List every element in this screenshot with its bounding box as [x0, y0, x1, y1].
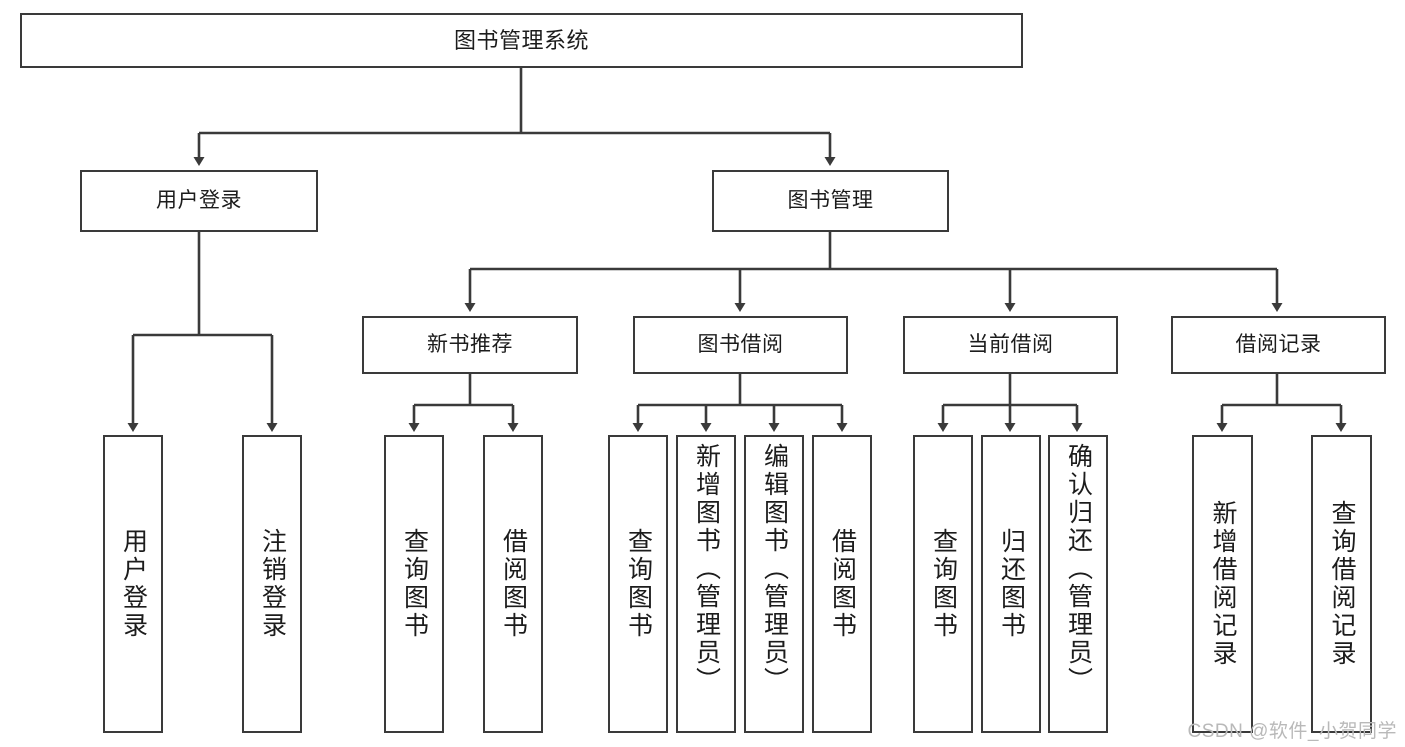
- node-book-borrow[interactable]: 图书借阅: [633, 316, 848, 374]
- node-label: 归还图书: [997, 528, 1026, 640]
- node-label: 查询图书: [400, 528, 429, 640]
- leaf-query-book-borrow[interactable]: 查询图书: [608, 435, 668, 733]
- node-label: 借阅记录: [1235, 332, 1322, 356]
- node-label: 图书管理系统: [453, 27, 589, 53]
- leaf-query-book-current[interactable]: 查询图书: [913, 435, 973, 733]
- node-label: 注销登录: [258, 528, 287, 640]
- leaf-return-book[interactable]: 归还图书: [981, 435, 1041, 733]
- node-label: 用户登录: [156, 188, 242, 212]
- node-label: 新增借阅记录: [1209, 500, 1237, 668]
- node-label: 借阅图书: [499, 528, 528, 640]
- node-root-system[interactable]: 图书管理系统: [20, 13, 1023, 68]
- leaf-logout[interactable]: 注销登录: [242, 435, 302, 733]
- node-user-login[interactable]: 用户登录: [80, 170, 318, 232]
- leaf-query-borrow-record[interactable]: 查询借阅记录: [1311, 435, 1372, 733]
- node-label: 用户登录: [119, 528, 148, 640]
- node-label: 查询图书: [624, 528, 653, 640]
- node-label: 新书推荐: [427, 332, 513, 356]
- node-label: 图书管理: [787, 188, 874, 212]
- leaf-borrow-book-new[interactable]: 借阅图书: [483, 435, 543, 733]
- node-label: 查询借阅记录: [1328, 500, 1356, 668]
- node-label: 当前借阅: [967, 332, 1054, 356]
- node-book-management[interactable]: 图书管理: [712, 170, 949, 232]
- node-label: 确认归还（管理员）: [1064, 443, 1093, 695]
- leaf-query-book-new[interactable]: 查询图书: [384, 435, 444, 733]
- node-label: 借阅图书: [828, 528, 857, 640]
- leaf-user-login[interactable]: 用户登录: [103, 435, 163, 733]
- node-label: 图书借阅: [697, 332, 784, 356]
- node-label: 编辑图书（管理员）: [760, 443, 789, 695]
- node-label: 新增图书（管理员）: [692, 443, 721, 695]
- leaf-edit-book-admin[interactable]: 编辑图书（管理员）: [744, 435, 804, 733]
- node-current-borrow[interactable]: 当前借阅: [903, 316, 1118, 374]
- node-borrow-record[interactable]: 借阅记录: [1171, 316, 1386, 374]
- leaf-confirm-return-admin[interactable]: 确认归还（管理员）: [1048, 435, 1108, 733]
- node-new-book-recommend[interactable]: 新书推荐: [362, 316, 578, 374]
- leaf-add-book-admin[interactable]: 新增图书（管理员）: [676, 435, 736, 733]
- leaf-borrow-book[interactable]: 借阅图书: [812, 435, 872, 733]
- watermark: CSDN @软件_小贺同学: [1187, 721, 1397, 742]
- node-label: 查询图书: [929, 528, 958, 640]
- leaf-add-borrow-record[interactable]: 新增借阅记录: [1192, 435, 1253, 733]
